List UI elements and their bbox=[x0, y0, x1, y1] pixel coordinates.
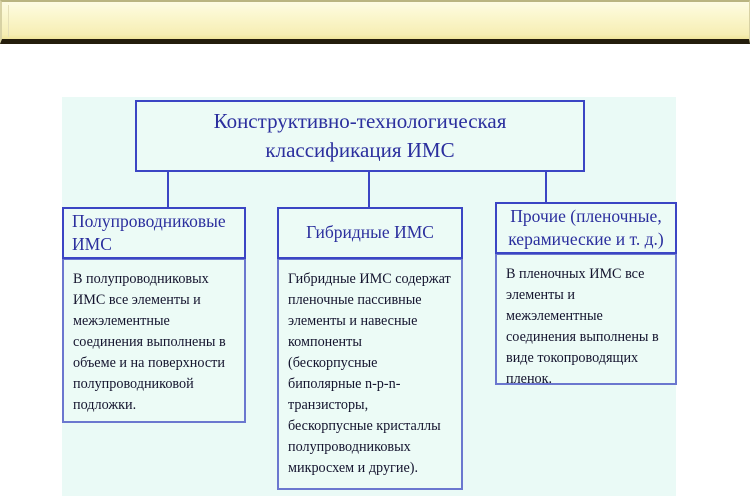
slide-canvas: Конструктивно-технологическая классифика… bbox=[62, 97, 677, 496]
banner-inner-frame bbox=[8, 5, 745, 37]
diagram-title-text: Конструктивно-технологическая классифика… bbox=[213, 109, 507, 162]
node-body-hybrid: Гибридные ИМС содержат пленочные пассивн… bbox=[277, 259, 463, 490]
node-body-hybrid-text: Гибридные ИМС содержат пленочные пассивн… bbox=[288, 271, 451, 477]
top-banner bbox=[0, 0, 750, 44]
node-body-semiconductor-text: В полупроводниковых ИМС все элементы и м… bbox=[73, 271, 226, 414]
connector-line-to-semiconductor bbox=[167, 170, 169, 207]
connector-line-to-hybrid bbox=[368, 170, 370, 207]
node-header-hybrid: Гибридные ИМС bbox=[277, 207, 463, 259]
node-header-semiconductor: Полупроводниковые ИМС bbox=[62, 207, 246, 259]
connector-line-to-other bbox=[545, 170, 547, 202]
node-body-semiconductor: В полупроводниковых ИМС все элементы и м… bbox=[62, 259, 246, 423]
node-header-other: Прочие (пленочные, керамические и т. д.) bbox=[495, 202, 677, 254]
node-body-other-text: В пленочных ИМС все элементы и межэлемен… bbox=[506, 266, 659, 388]
node-header-hybrid-text: Гибридные ИМС bbox=[306, 222, 434, 243]
node-body-other: В пленочных ИМС все элементы и межэлемен… bbox=[495, 254, 677, 387]
node-header-semiconductor-text: Полупроводниковые ИМС bbox=[72, 210, 226, 254]
node-header-other-text: Прочие (пленочные, керамические и т. д.) bbox=[508, 205, 664, 249]
diagram-title-node: Конструктивно-технологическая классифика… bbox=[135, 100, 585, 172]
